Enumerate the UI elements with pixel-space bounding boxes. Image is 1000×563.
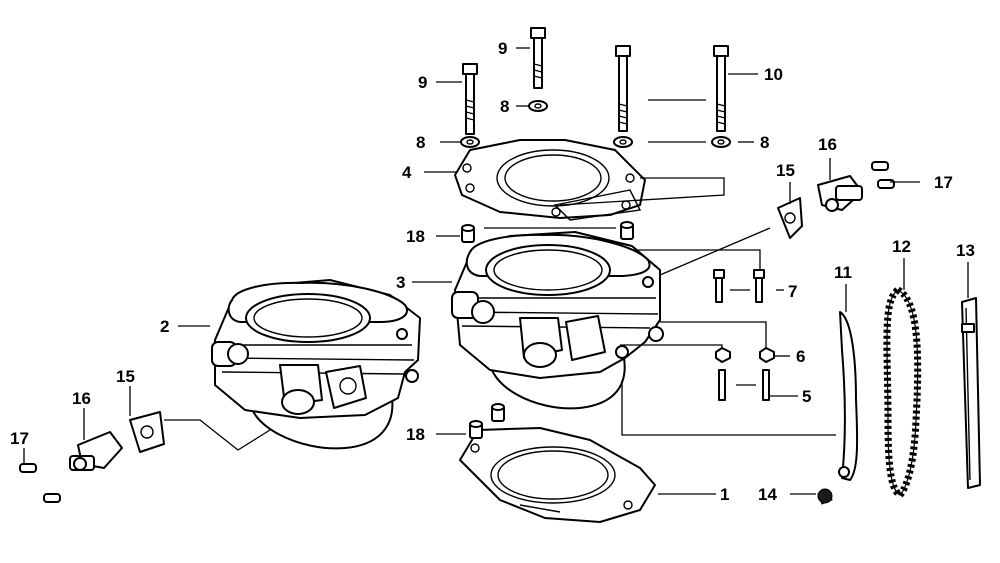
tensioner-left [19, 411, 165, 503]
head-bolts [462, 27, 729, 135]
callout-14: 14 [758, 485, 777, 504]
callout-13: 13 [956, 241, 975, 260]
base-gasket [459, 427, 656, 523]
callout-8-center: 8 [500, 97, 509, 116]
callout-8-right: 8 [760, 133, 769, 152]
washers [460, 100, 731, 148]
callout-1: 1 [720, 485, 729, 504]
callout-7: 7 [788, 282, 797, 301]
callout-18-lower: 18 [406, 425, 425, 444]
callout-9-left: 9 [418, 73, 427, 92]
tensioner-right [777, 161, 895, 239]
callout-5: 5 [802, 387, 811, 406]
callout-16-right: 16 [818, 135, 837, 154]
callout-11: 11 [834, 263, 852, 282]
leader-lines [164, 99, 836, 451]
cylinder-right [451, 231, 664, 410]
callout-labels: 1 2 3 4 5 6 7 8 8 8 9 9 10 11 12 13 14 1… [10, 39, 975, 504]
callout-15-left: 15 [116, 367, 135, 386]
chain-slider [961, 297, 981, 489]
cylinder-left [211, 279, 421, 450]
callout-9-center: 9 [498, 39, 507, 58]
callout-2: 2 [160, 317, 169, 336]
callout-17-right: 17 [934, 173, 953, 192]
chain-guide [838, 311, 859, 481]
callout-8-left: 8 [416, 133, 425, 152]
callout-6: 6 [796, 347, 805, 366]
callout-17-left: 17 [10, 429, 29, 448]
callout-3: 3 [396, 273, 405, 292]
callout-16-left: 16 [72, 389, 91, 408]
callout-18-upper: 18 [406, 227, 425, 246]
head-gasket-upper [454, 139, 646, 221]
timing-chain [883, 285, 922, 500]
callout-4: 4 [402, 163, 412, 182]
callout-10: 10 [764, 65, 783, 84]
callout-12: 12 [892, 237, 911, 256]
callout-leaders [23, 47, 969, 495]
sealing-plug [817, 488, 833, 505]
callout-15-right: 15 [776, 161, 795, 180]
dowel-pins [461, 221, 634, 439]
